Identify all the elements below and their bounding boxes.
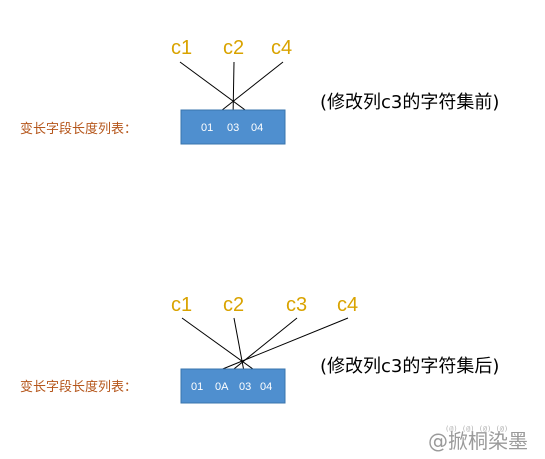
after-diagram: c1 c2 c3 c4 变长字段长度列表： 01 0A 03 04 (修改列c3…	[20, 294, 499, 404]
after-arrow-c3	[223, 317, 298, 378]
after-column-label-c1: c1	[171, 294, 192, 316]
watermark-small-text: (@) (@) (@) (@)	[445, 425, 508, 433]
before-note: (修改列c3的字符集前)	[320, 92, 499, 113]
after-cell-0a: 0A	[215, 381, 229, 393]
after-length-list-box	[180, 368, 286, 404]
after-arrow-c1	[181, 317, 265, 378]
before-column-label-c1: c1	[171, 37, 192, 59]
after-column-label-c3: c3	[286, 294, 307, 316]
before-arrow-c1	[179, 61, 257, 119]
before-length-list-box	[180, 109, 286, 145]
before-arrow-c4	[211, 61, 284, 119]
before-row-label: 变长字段长度列表：	[20, 121, 137, 137]
before-cell-03: 03	[227, 122, 239, 134]
before-cell-01: 01	[201, 122, 213, 134]
before-diagram: c1 c2 c4 变长字段长度列表： 01 03 04 (修改列c3的字符集前)	[20, 37, 499, 145]
after-cell-03: 03	[239, 381, 251, 393]
watermark-text: @掀桐染墨	[428, 429, 528, 453]
watermark: (@) (@) (@) (@) @掀桐染墨	[428, 425, 528, 453]
after-arrow-c2	[233, 317, 247, 378]
after-note: (修改列c3的字符集后)	[320, 356, 499, 377]
after-arrow-c4	[202, 317, 349, 378]
after-row-label: 变长字段长度列表：	[20, 379, 137, 395]
after-cell-04: 04	[260, 381, 272, 393]
before-column-label-c2: c2	[223, 37, 244, 59]
after-column-label-c2: c2	[223, 294, 244, 316]
after-cell-01: 01	[191, 381, 203, 393]
after-column-label-c4: c4	[337, 294, 358, 316]
before-column-label-c4: c4	[271, 37, 292, 59]
before-arrow-c2	[230, 61, 237, 119]
before-cell-04: 04	[251, 122, 263, 134]
